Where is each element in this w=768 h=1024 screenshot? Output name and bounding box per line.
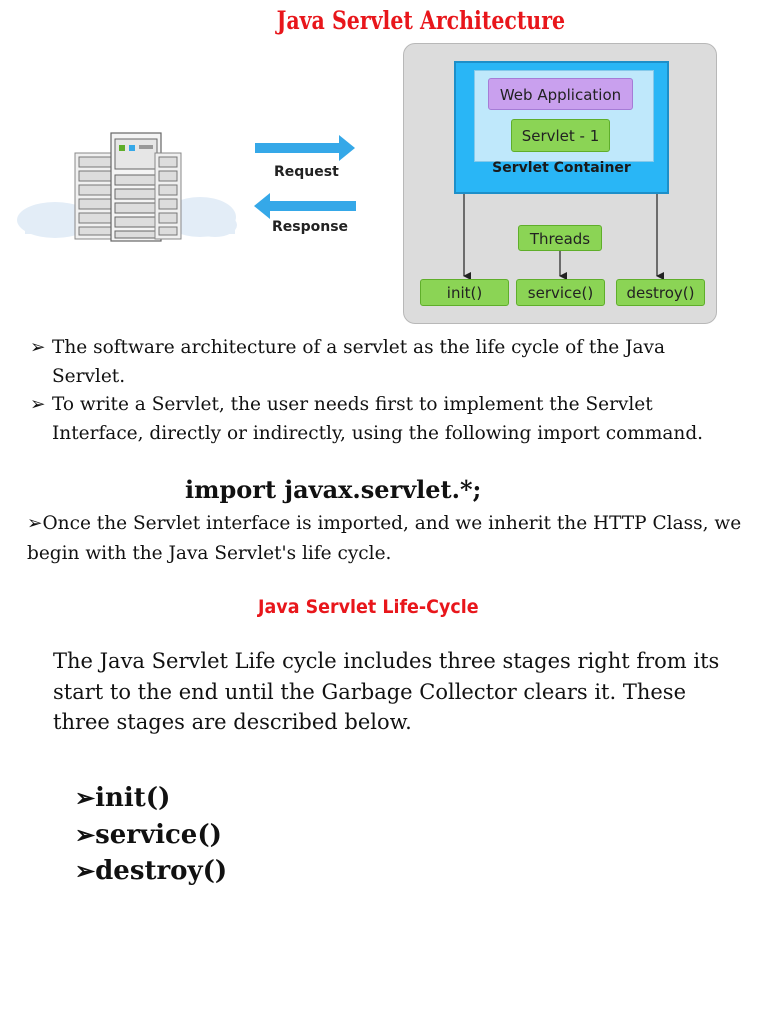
list-item: ➢destroy()	[75, 856, 228, 886]
page-title: Java Servlet Architecture	[276, 6, 566, 35]
inherit-paragraph: ➢Once the Servlet interface is imported,…	[27, 513, 742, 564]
arrow-bullet-icon: ➢	[27, 513, 43, 534]
destroy-method-box: destroy()	[616, 279, 705, 306]
service-method-box: service()	[516, 279, 605, 306]
web-application-box: Web Application	[488, 78, 633, 110]
server-illustration	[17, 132, 237, 242]
arrow-bullet-icon: ➢	[75, 856, 96, 885]
connector-lines	[463, 194, 664, 280]
arrow-bullet-icon: ➢	[30, 337, 46, 358]
arrow-bullet-icon: ➢	[75, 819, 96, 849]
servlet-container-label: Servlet Container	[492, 160, 631, 176]
threads-box: Threads	[518, 225, 602, 251]
arrow-bullet-icon: ➢	[30, 394, 46, 415]
response-label: Response	[272, 219, 349, 235]
arrow-bullet-icon: ➢	[75, 783, 96, 812]
init-method-box: init()	[420, 279, 509, 306]
request-label: Request	[274, 164, 339, 180]
servlet-box: Servlet - 1	[511, 119, 610, 152]
list-item: ➢ The software architecture of a servlet…	[30, 334, 730, 391]
stages-list: ➢init() ➢service() ➢destroy()	[75, 780, 227, 890]
list-item: ➢service()	[75, 819, 222, 850]
lifecycle-paragraph: The Java Servlet Life cycle includes thr…	[53, 649, 720, 734]
server-tower-center	[110, 132, 162, 242]
server-tower-right	[154, 152, 182, 240]
response-arrow-icon	[254, 193, 356, 219]
request-arrow-icon	[255, 135, 355, 161]
import-statement: import javax.servlet.*;	[185, 475, 482, 504]
list-item: ➢ To write a Servlet, the user needs fir…	[30, 391, 730, 448]
intro-bullets: ➢ The software architecture of a servlet…	[30, 334, 730, 448]
list-item: ➢init()	[75, 783, 171, 813]
lifecycle-heading: Java Servlet Life-Cycle	[258, 596, 479, 618]
